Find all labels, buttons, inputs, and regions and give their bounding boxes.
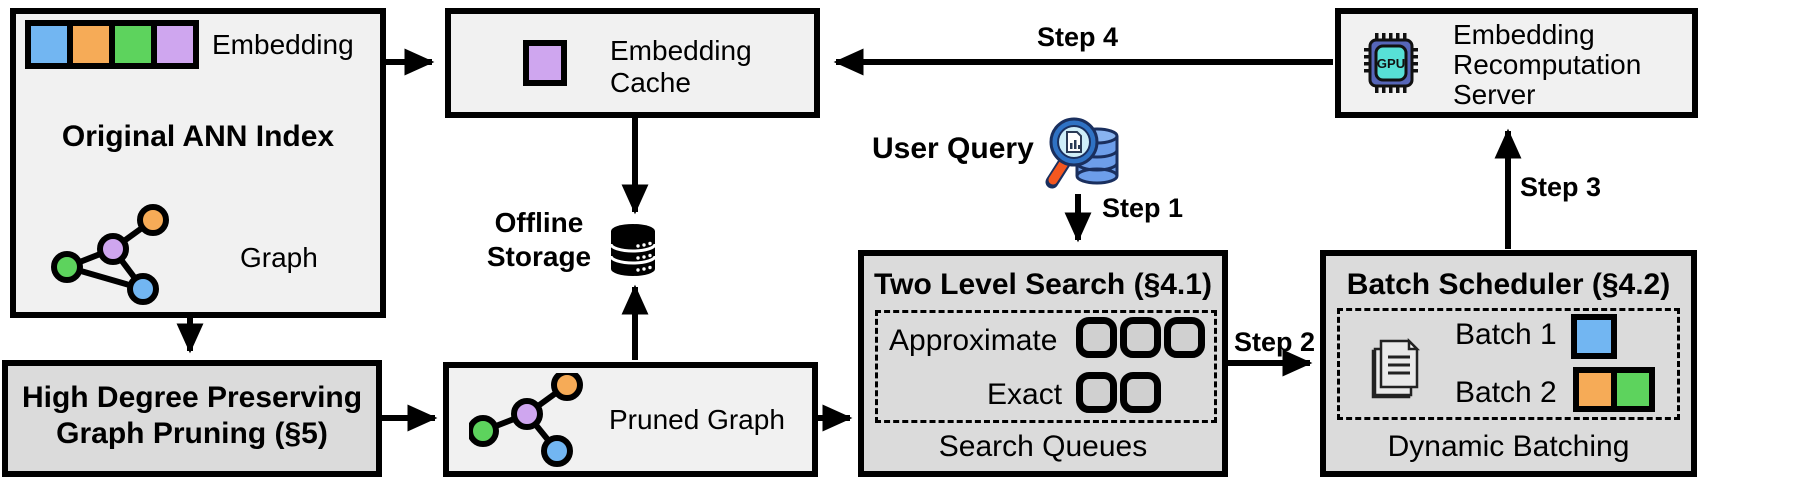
approximate-queue-slots — [1076, 317, 1205, 358]
graph-icon — [51, 204, 169, 305]
step3-label: Step 3 — [1520, 172, 1602, 202]
cached-embedding-icon — [523, 40, 567, 86]
embedding-vector-icon — [25, 20, 199, 69]
offline-storage-database-icon — [609, 224, 657, 276]
embedding-cell-green — [115, 26, 151, 63]
dynamic-batching-panel: Batch 1 Batch 2 — [1337, 308, 1680, 420]
queue-slot — [1120, 372, 1161, 413]
step4-label: Step 4 — [1037, 22, 1119, 52]
batch1-label: Batch 1 — [1455, 318, 1557, 351]
exact-queue-slots — [1076, 372, 1161, 413]
graph-pruning-box: High Degree Preserving Graph Pruning (§5… — [2, 360, 382, 477]
embedding-label: Embedding — [212, 29, 354, 60]
batch2-embedding-green — [1611, 367, 1655, 412]
approximate-label: Approximate — [889, 324, 1058, 357]
batch2-embeddings — [1573, 367, 1655, 412]
exact-label: Exact — [987, 378, 1063, 411]
offline-storage-label: Offline Storage — [486, 207, 592, 272]
graph-pruning-title-line1: High Degree Preserving — [21, 381, 363, 414]
pruned-graph-box: Pruned Graph — [443, 362, 818, 477]
documents-icon — [1371, 337, 1421, 399]
queue-slot — [1120, 317, 1161, 358]
batch2-label: Batch 2 — [1455, 376, 1557, 409]
step2-label: Step 2 — [1234, 327, 1316, 357]
dynamic-batching-footer: Dynamic Batching — [1387, 430, 1630, 463]
batch-scheduler-box: Batch Scheduler (§4.2) Batch 1 Batch 2 — [1320, 250, 1697, 477]
search-queues-panel: Approximate Exact — [875, 310, 1217, 423]
graph-pruning-title-line2: Graph Pruning (§5) — [56, 417, 328, 450]
gpu-chip-icon: GPU — [1364, 33, 1418, 93]
user-query-label: User Query — [872, 132, 1034, 165]
batch-scheduler-title: Batch Scheduler (§4.2) — [1346, 268, 1671, 301]
pruned-graph-icon — [469, 373, 583, 467]
original-ann-index-title: Original ANN Index — [61, 120, 335, 153]
search-queues-footer: Search Queues — [938, 430, 1148, 463]
step1-label: Step 1 — [1102, 193, 1184, 223]
embedding-cache-box: Embedding Cache — [445, 8, 820, 118]
recomputation-server-box: GPU Embedding Recomputation Server — [1335, 8, 1698, 118]
gpu-chip-label: GPU — [1377, 56, 1405, 71]
queue-slot — [1076, 317, 1117, 358]
pruned-graph-label: Pruned Graph — [609, 404, 785, 435]
two-level-search-box: Two Level Search (§4.1) Approximate Exac… — [858, 250, 1228, 477]
graph-label: Graph — [240, 242, 318, 273]
original-ann-index-box: Embedding Original ANN Index Graph — [10, 8, 386, 318]
embedding-cell-blue — [31, 26, 67, 63]
queue-slot — [1076, 372, 1117, 413]
queue-slot — [1164, 317, 1205, 358]
two-level-search-title: Two Level Search (§4.1) — [874, 268, 1212, 301]
recomputation-server-label: Embedding Recomputation Server — [1453, 19, 1642, 110]
embedding-cache-label: Embedding Cache — [610, 35, 752, 98]
embedding-cell-orange — [73, 26, 109, 63]
user-query-icon — [1045, 117, 1119, 189]
batch1-embedding-blue — [1571, 314, 1617, 359]
embedding-cell-purple — [157, 26, 193, 63]
